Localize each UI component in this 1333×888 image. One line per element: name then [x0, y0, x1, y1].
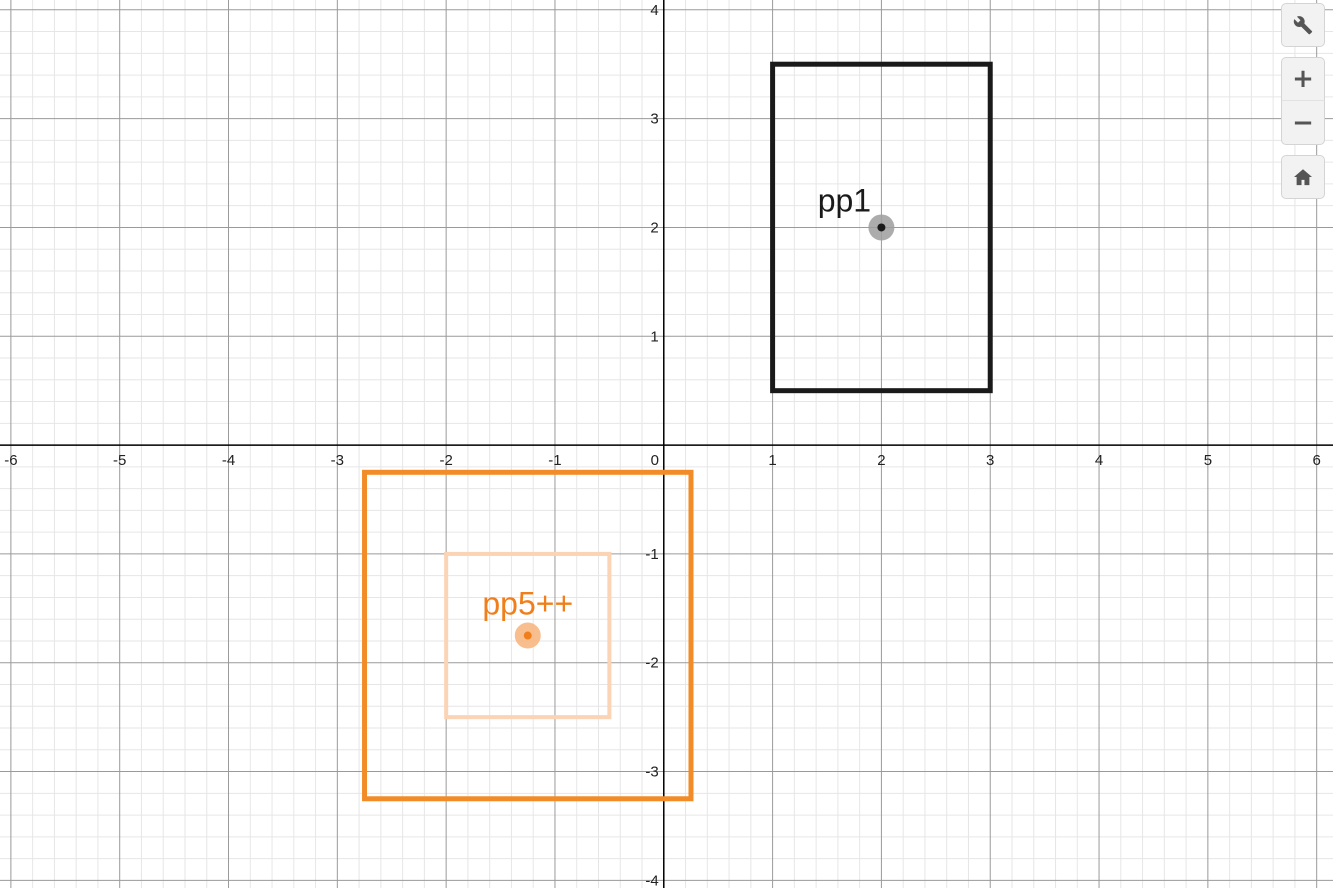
x-tick-label: 0: [651, 452, 659, 469]
x-tick-label: -3: [331, 452, 344, 469]
y-tick-label: 3: [650, 111, 658, 128]
pp5-point-label[interactable]: pp5++: [482, 586, 573, 622]
home-icon: [1294, 169, 1312, 186]
y-tick-label: -2: [645, 655, 658, 672]
x-tick-labels: -6 -5 -4 -3 -2 -1 0 1 2 3 4 5 6: [4, 452, 1321, 469]
x-tick-label: 3: [986, 452, 994, 469]
x-tick-label: 5: [1204, 452, 1212, 469]
pp1-point[interactable]: [877, 223, 886, 232]
orange-outer-square[interactable]: [362, 469, 694, 802]
y-tick-label: 1: [650, 328, 658, 345]
graph-toolbar: + −: [1281, 3, 1327, 199]
x-tick-label: 6: [1313, 452, 1321, 469]
x-tick-label: 4: [1095, 452, 1103, 469]
y-tick-label: -1: [645, 546, 658, 563]
x-tick-label: -6: [4, 452, 17, 469]
zoom-in-button[interactable]: +: [1281, 57, 1325, 101]
y-tick-label: 2: [650, 219, 658, 236]
y-tick-label: -3: [645, 764, 658, 781]
y-tick-label: -4: [645, 872, 658, 888]
minus-icon: −: [1292, 107, 1314, 138]
y-tick-label: 4: [650, 2, 658, 19]
zoom-out-button[interactable]: −: [1281, 101, 1325, 145]
pp1-point-label[interactable]: pp1: [818, 182, 871, 218]
default-viewport-button[interactable]: [1281, 155, 1325, 199]
x-tick-label: -1: [548, 452, 561, 469]
x-tick-label: -2: [439, 452, 452, 469]
graph-settings-button[interactable]: [1281, 3, 1325, 47]
wrench-icon: [1293, 16, 1313, 35]
orange-inner-square[interactable]: [444, 551, 612, 720]
pp5-point[interactable]: [523, 631, 532, 640]
y-tick-labels: 4 3 2 1 -1 -2 -3 -4: [645, 2, 658, 888]
x-tick-label: -5: [113, 452, 126, 469]
x-tick-label: 1: [768, 452, 776, 469]
x-tick-label: -4: [222, 452, 235, 469]
plus-icon: +: [1292, 64, 1314, 94]
x-tick-label: 2: [877, 452, 885, 469]
black-rectangle[interactable]: [770, 61, 993, 394]
